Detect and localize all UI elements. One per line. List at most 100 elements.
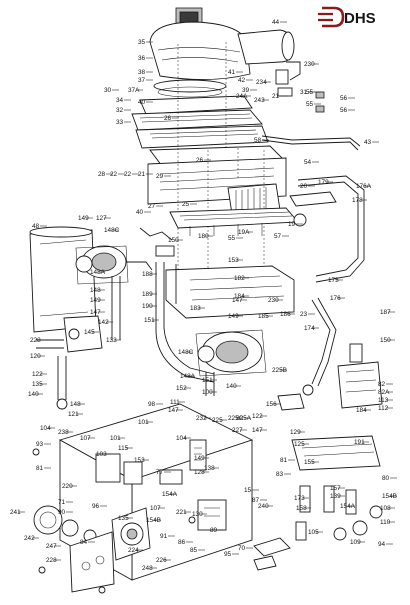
callout-label: 36 (138, 55, 146, 62)
callout-label: 34 (116, 97, 124, 104)
callout-label: 86 (178, 539, 186, 546)
callout-label: 54 (304, 159, 312, 166)
callout-label: 186 (280, 311, 291, 318)
callout-label: 149 (228, 313, 239, 320)
callout-label: 173 (294, 495, 305, 502)
callout-label: 42 (238, 77, 246, 84)
callout-label: 55 (306, 101, 314, 108)
callout-label: 81 (36, 465, 44, 472)
callout-label: 140 (28, 391, 39, 398)
callout-label: 230 (304, 61, 315, 68)
callout-label: 150 (380, 337, 391, 344)
logo-text: DHS (344, 10, 376, 27)
callout-label: 225B (272, 367, 287, 374)
callout-label: 227 (232, 427, 243, 434)
callout-label: 105 (308, 529, 319, 536)
callout-label: 158 (296, 505, 307, 512)
callout-label: 178 (352, 197, 363, 204)
callout-label: 91 (160, 533, 168, 540)
callout-label: 128 (194, 469, 205, 476)
callout-label: 228 (30, 337, 41, 344)
callout-label: 22 (110, 171, 118, 178)
callout-label: 147 (252, 427, 263, 434)
callout-label: 89 (210, 527, 218, 534)
callout-label: 35 (138, 39, 146, 46)
callout-label: 56 (340, 107, 348, 114)
dhs-logo: DHS (318, 6, 376, 28)
callout-label: 26 (196, 157, 204, 164)
callout-label: 115 (118, 445, 129, 452)
callout-label: 156 (266, 401, 277, 408)
callout-label: 147 (168, 407, 179, 414)
callout-label: 230 (268, 297, 279, 304)
callout-label: 56 (340, 95, 348, 102)
callout-label: 185 (258, 313, 269, 320)
callout-label: 71 (58, 499, 66, 506)
callout-label: 147 (232, 297, 243, 304)
callout-label: 241 (10, 509, 21, 516)
callout-label: 122 (32, 371, 43, 378)
callout-label: 135 (118, 515, 129, 522)
callout-label: 150 (168, 237, 179, 244)
callout-label: 138 (204, 465, 215, 472)
callout-label: 29 (156, 173, 164, 180)
callout-label: 224 (128, 547, 139, 554)
callout-label: 154B (382, 493, 397, 500)
callout-label: 107 (80, 435, 91, 442)
callout-label: 182 (234, 275, 245, 282)
callout-label: 104 (40, 425, 51, 432)
callout-label: 140 (226, 383, 237, 390)
callout-label: 148 (70, 401, 81, 408)
callout-label: 19 (288, 221, 296, 228)
callout-label: 148 (90, 287, 101, 294)
callout-label: 179 (318, 179, 329, 186)
callout-label: 22 (124, 171, 132, 178)
callout-label: 220 (62, 483, 73, 490)
callout-label: 122 (252, 413, 263, 420)
callout-label: 148C (178, 349, 194, 356)
callout-label: 25 (182, 201, 190, 208)
callout-label: 39 (242, 87, 250, 94)
callout-label: 101 (138, 419, 149, 426)
callout-label: 121 (68, 411, 79, 418)
callout-label: 84 (80, 539, 88, 546)
heat-exchanger (147, 42, 365, 283)
callout-label: 23 (300, 311, 308, 318)
callout-label: 80 (382, 475, 390, 482)
callout-label: 82A (378, 389, 390, 396)
callout-label: 174 (304, 325, 315, 332)
callout-label: 149 (78, 215, 89, 222)
callout-label: 228 (46, 557, 57, 564)
callout-label: 234 (256, 79, 267, 86)
callout-label: 26 (164, 115, 172, 122)
callout-label: 151 (202, 377, 213, 384)
callout-label: 247 (46, 543, 57, 550)
callout-label: 133 (106, 337, 117, 344)
callout-label: 112 (378, 405, 389, 412)
callout-label: 243 (254, 97, 265, 104)
callout-label: 93 (36, 441, 44, 448)
callout-label: 232 (196, 415, 207, 422)
callout-label: 176A (356, 183, 372, 190)
callout-label: 108 (380, 505, 391, 512)
callout-label: 157 (330, 485, 341, 492)
callout-label: 58 (254, 137, 262, 144)
callout-label: 129 (290, 429, 301, 436)
callout-label: 248 (142, 565, 153, 572)
callout-label: 242 (24, 535, 35, 542)
callout-label: 155 (304, 459, 315, 466)
callout-label: 82 (378, 381, 386, 388)
callout-label: 40 (138, 99, 146, 106)
callout-label: 153 (134, 457, 145, 464)
callout-label: 27 (148, 203, 156, 210)
callout-label: 55 (228, 235, 236, 242)
callout-label: 98 (148, 401, 156, 408)
callout-label: 21 (138, 171, 146, 178)
callout-label: 21 (272, 93, 280, 100)
callout-label: 125 (294, 441, 305, 448)
callout-label: 94 (378, 541, 386, 548)
callout-label: 37A (128, 87, 140, 94)
callout-label: 145 (84, 329, 95, 336)
